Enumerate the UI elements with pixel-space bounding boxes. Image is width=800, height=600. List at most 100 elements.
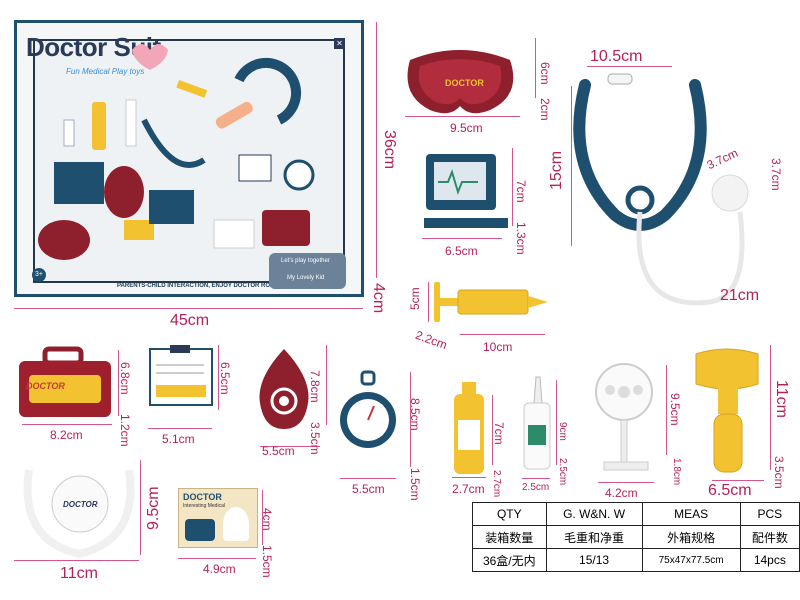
dim-bottle-width: 2.7cm <box>452 482 485 496</box>
dim-steth-width: 10.5cm <box>590 48 643 65</box>
spec-value-row: 36盒/无内 15/13 75x47x77.5cm 14pcs <box>472 548 800 572</box>
dim-line-card-height <box>218 345 219 410</box>
dim-stopwatch-height: 8.5cm <box>408 398 422 431</box>
dim-line-steth-width <box>587 66 672 67</box>
kidney-tray-illustration: DOCTOR <box>407 50 514 114</box>
dim-dropper-height: 9cm <box>557 422 568 441</box>
svg-text:DOCTOR: DOCTOR <box>445 78 484 88</box>
dim-dropper-depth: 2.5cm <box>557 458 568 486</box>
dim-dcard-depth: 1.5cm <box>260 545 274 578</box>
dim-mirror-depth: 1.8cm <box>671 458 682 486</box>
dim-box-height: 36cm <box>381 130 398 170</box>
card-illustration <box>149 345 213 406</box>
spec-header-meas: MEAS <box>641 502 741 526</box>
dim-syringe-width: 10cm <box>483 340 513 354</box>
dim-mirror-height: 9.5cm <box>668 393 682 426</box>
dropper-icon <box>63 119 75 147</box>
dim-monitor-width: 6.5cm <box>445 244 478 258</box>
dim-line-stopwatch-height <box>410 372 411 467</box>
dim-case-depth: 1.2cm <box>118 414 132 447</box>
hammer-icon <box>124 220 154 240</box>
monitor-icon <box>54 162 104 204</box>
spec-header-cn-meas: 外箱规格 <box>641 525 741 549</box>
dim-case-height: 6.8cm <box>118 362 132 395</box>
spec-value-pcs: 14pcs <box>739 548 800 572</box>
stopwatch-icon <box>283 159 315 191</box>
box-contents-illustration <box>38 44 315 260</box>
spec-header-pcs: PCS <box>739 502 800 526</box>
dim-line-steth-height <box>571 86 572 246</box>
dim-box-width: 45cm <box>170 312 210 329</box>
box-window-icon: ✕ <box>334 38 345 49</box>
dim-line-card-width <box>148 428 212 429</box>
dim-line-syringe-width <box>460 334 545 335</box>
tray-icon <box>38 220 90 260</box>
dim-line-tray-width <box>405 116 520 117</box>
dim-bag-depth: 3.5cm <box>308 422 322 455</box>
dim-line-monitor-height <box>512 148 513 226</box>
dim-card-height: 6.5cm <box>218 362 232 395</box>
dim-bag-height: 7.8cm <box>308 370 322 403</box>
dim-line-bottle-height <box>492 395 493 465</box>
syringe-icon <box>176 80 208 98</box>
dim-line-bottle-width <box>452 477 486 478</box>
stethoscope-tube <box>141 118 206 168</box>
doctor-card-graphic <box>185 519 215 541</box>
age-badge: 3+ <box>32 268 46 282</box>
dim-syringe-depth: 2.2cm <box>413 327 450 353</box>
case-logo: DOCTOR <box>26 378 65 392</box>
stethoscope-illustration <box>573 73 749 306</box>
bag-icon <box>104 166 144 218</box>
dim-syringe-height: 5cm <box>408 287 422 310</box>
stethoscope-icon <box>234 57 302 125</box>
spec-value-qty: 36盒/无内 <box>472 548 547 572</box>
mirror-icon <box>125 99 137 147</box>
dim-monitor-depth: 1.3cm <box>514 222 528 255</box>
dim-bottle-height: 7cm <box>492 422 506 445</box>
dim-mirror-width: 4.2cm <box>605 486 638 500</box>
dim-headband-width: 11cm <box>60 565 98 582</box>
spec-header-cn-row: 装箱数量 毛重和净重 外箱规格 配件数 <box>472 525 800 549</box>
dim-steth-height: 15cm <box>548 150 565 190</box>
spec-value-meas: 75x47x77.5cm <box>641 548 741 572</box>
card-icon <box>238 154 272 182</box>
dim-tray-height: 6cm <box>538 62 552 85</box>
yellow-bottle-illustration <box>454 382 484 474</box>
dim-line-headband-height <box>140 460 141 555</box>
box-footer-text: PARENTS-CHILD INTERACTION, ENJOY DOCTOR … <box>117 283 295 289</box>
dim-line-syringe-height <box>428 282 429 322</box>
dim-line-bag-width <box>260 446 320 447</box>
bandage-icon <box>215 101 253 129</box>
dim-hammer-height: 11cm <box>773 380 790 418</box>
dim-line-dcard-height <box>262 490 263 545</box>
spec-table: QTY G. W&N. W MEAS PCS 装箱数量 毛重和净重 外箱规格 配… <box>472 502 800 572</box>
syringe-illustration <box>434 282 548 322</box>
headband-logo-text: DOCTOR <box>63 500 98 509</box>
dim-bottle-depth: 2.7cm <box>491 470 502 498</box>
spec-header-row: QTY G. W&N. W MEAS PCS <box>472 502 800 526</box>
doctor-card-icon <box>213 219 255 249</box>
mirror-illustration <box>595 363 653 471</box>
spec-header-cn-pcs: 配件数 <box>739 525 800 549</box>
dim-line-mirror-width <box>598 482 654 483</box>
dim-bag-width: 5.5cm <box>262 444 295 458</box>
dim-line-mirror-height <box>666 365 667 455</box>
brand-subtitle: Fun Medical Play toys <box>66 67 145 76</box>
dim-tray-depth: 2cm <box>538 98 552 121</box>
spec-header-qty: QTY <box>472 502 547 526</box>
monitor-illustration <box>424 154 508 228</box>
dim-line-bag-height <box>326 345 327 425</box>
dim-line-dropper-height <box>556 380 557 465</box>
bag-illustration <box>259 349 309 429</box>
dim-line-monitor-width <box>422 238 502 239</box>
dim-steth-length: 21cm <box>720 287 760 304</box>
dim-line-stopwatch-width <box>340 478 396 479</box>
headband-logo: DOCTOR <box>63 500 98 509</box>
case-logo-text: DOCTOR <box>26 381 65 391</box>
badge-line-1: Let's play together <box>281 258 330 264</box>
hammer-illustration <box>695 348 759 473</box>
doctor-card-subtitle: Interesting Medical <box>183 503 225 509</box>
spec-header-weight: G. W&N. W <box>545 502 643 526</box>
bottle-icon <box>92 102 106 150</box>
spec-header-cn-qty: 装箱数量 <box>472 525 547 549</box>
